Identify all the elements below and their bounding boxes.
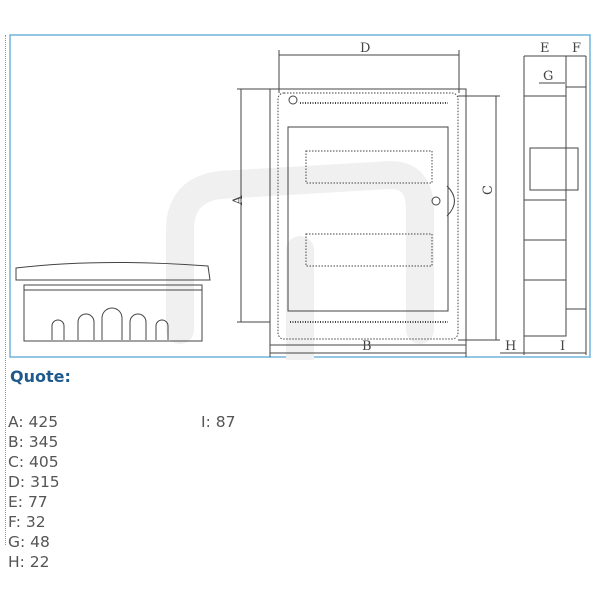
label-i: I	[560, 339, 565, 354]
label-g: G	[543, 69, 553, 84]
dimension-list: A: 425 B: 345 C: 405 D: 315 E: 77 F: 32 …	[8, 412, 60, 572]
watermark-logo	[166, 160, 434, 360]
dimension-b: B: 345	[8, 433, 59, 451]
dimension-g: G: 48	[8, 533, 50, 551]
label-e: E	[540, 41, 550, 56]
label-h: H	[505, 339, 516, 354]
technical-drawing: D A C B E F G H I	[9, 34, 591, 360]
dimension-h: H: 22	[8, 553, 50, 571]
front-view	[237, 50, 500, 357]
label-d: D	[360, 41, 370, 56]
side-view	[500, 55, 587, 355]
dimension-a: A: 425	[8, 413, 59, 431]
dimension-c: C: 405	[8, 453, 59, 471]
label-f: F	[572, 41, 581, 56]
label-a: A	[231, 195, 246, 206]
dimension-i: I: 87	[201, 413, 236, 431]
bottom-view	[15, 261, 211, 342]
dimension-list-extra: I: 87	[201, 412, 235, 432]
label-c: C	[481, 185, 496, 195]
label-b: B	[362, 339, 372, 354]
dimension-d: D: 315	[8, 473, 60, 491]
dotted-margin-line	[5, 35, 6, 545]
dimension-f: F: 32	[8, 513, 46, 531]
dimension-e: E: 77	[8, 493, 48, 511]
quote-heading: Quote:	[10, 367, 71, 386]
